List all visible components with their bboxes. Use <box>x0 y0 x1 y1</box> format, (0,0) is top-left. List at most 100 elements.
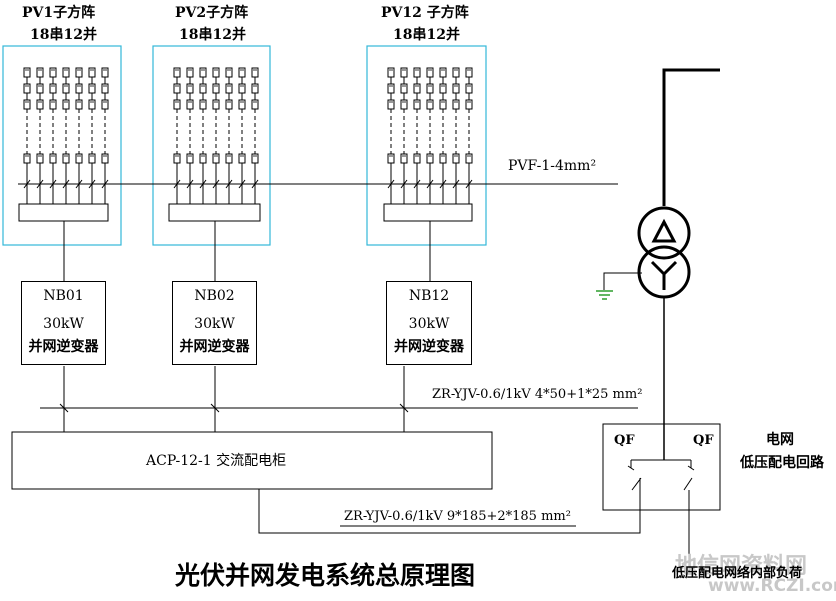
pv-module <box>439 153 447 164</box>
pv-module <box>199 67 207 78</box>
combiner-box <box>168 203 261 222</box>
pv-module <box>23 83 31 94</box>
grid-title-label: 电网 <box>766 432 794 448</box>
pv-module <box>225 99 233 110</box>
pv-module <box>387 153 395 164</box>
pv12-config-label: 18串12并 <box>393 27 460 43</box>
pv-module <box>426 67 434 78</box>
qf-right-label: QF <box>693 433 714 448</box>
pv2-config-label: 18串12并 <box>179 27 246 43</box>
transformer-upper-winding <box>637 206 691 260</box>
inverter-nb12: NB12 30kW 并网逆变器 <box>386 281 472 365</box>
pv-module <box>225 153 233 164</box>
pv-module <box>75 99 83 110</box>
pv-module <box>426 83 434 94</box>
pv-module <box>101 83 109 94</box>
inverter-type: 并网逆变器 <box>179 339 250 355</box>
subarray-frame <box>366 45 487 246</box>
pv-module <box>452 83 460 94</box>
pv-module <box>173 153 181 164</box>
pv-module <box>238 83 246 94</box>
pv-module <box>199 83 207 94</box>
pv-module <box>400 67 408 78</box>
pv-module <box>413 67 421 78</box>
pv-module <box>88 83 96 94</box>
pv-module <box>49 99 57 110</box>
diagram-title: 光伏并网发电系统总原理图 <box>175 561 476 590</box>
pv-module <box>36 99 44 110</box>
pv-module <box>212 83 220 94</box>
pv-module <box>101 67 109 78</box>
qf-left-label: QF <box>614 433 635 448</box>
pv-module <box>75 67 83 78</box>
pv-module <box>452 67 460 78</box>
pv-module <box>75 83 83 94</box>
pv-module <box>426 99 434 110</box>
pv-module <box>23 153 31 164</box>
cable-tick-marks <box>59 403 409 413</box>
ac-lower-cable-label: ZR-YJV-0.6/1kV 9*185+2*185 mm² <box>344 509 571 524</box>
pv-module <box>238 99 246 110</box>
pv-module <box>186 99 194 110</box>
pv-module <box>173 99 181 110</box>
pv-module <box>186 83 194 94</box>
ac-cabinet-label: ACP-12-1 交流配电柜 <box>146 453 287 469</box>
pv-module <box>387 67 395 78</box>
pv-module <box>212 153 220 164</box>
pv-module <box>251 67 259 78</box>
delta-symbol <box>651 218 677 243</box>
inverter-type: 并网逆变器 <box>394 339 464 355</box>
pv1-subarray-label: PV1子方阵 <box>22 5 96 21</box>
inverter-nb01: NB01 30kW 并网逆变器 <box>21 281 106 365</box>
pv-module <box>36 153 44 164</box>
pv-module <box>186 67 194 78</box>
pv-module <box>23 99 31 110</box>
wye-symbol <box>650 260 678 290</box>
combiner-box <box>383 203 473 222</box>
pv-module <box>465 83 473 94</box>
ground-symbol <box>596 272 642 300</box>
pv-module <box>400 153 408 164</box>
qf-right-switch <box>683 460 695 572</box>
pv-module <box>75 153 83 164</box>
pv-module <box>88 67 96 78</box>
pv-module <box>465 153 473 164</box>
inverter-id: NB02 <box>194 288 235 304</box>
pv-module <box>186 153 194 164</box>
watermark-line2: www.RCZI.com <box>708 576 836 596</box>
qf-left-switch <box>627 460 642 533</box>
lv-distribution-box <box>602 423 721 511</box>
inverter-power: 30kW <box>408 316 450 332</box>
pv12-subarray-label: PV12 子方阵 <box>381 5 469 21</box>
pv-module <box>62 83 70 94</box>
combiner-box <box>18 203 109 222</box>
watermark-line1: 地信网资料网 <box>675 554 808 579</box>
inverter-id: NB12 <box>408 288 450 304</box>
pv-module <box>62 99 70 110</box>
pv-module <box>49 67 57 78</box>
ac-cabinet-box <box>11 431 493 490</box>
pv-module <box>199 99 207 110</box>
pv-module <box>101 153 109 164</box>
pv-module <box>173 67 181 78</box>
pv-module <box>212 99 220 110</box>
pv-module <box>452 153 460 164</box>
pv-module <box>452 99 460 110</box>
pv-module <box>400 99 408 110</box>
pv-module <box>426 153 434 164</box>
pv-module <box>387 99 395 110</box>
pv-module <box>36 83 44 94</box>
pv-module <box>101 99 109 110</box>
inverter-type: 并网逆变器 <box>28 339 99 355</box>
grid-feeder-line <box>662 68 720 206</box>
pv-module <box>465 67 473 78</box>
pv-module <box>36 67 44 78</box>
pv-module <box>439 67 447 78</box>
pv-module <box>238 153 246 164</box>
pv-module <box>238 67 246 78</box>
pv-module <box>225 67 233 78</box>
pv-module <box>88 99 96 110</box>
pv1-config-label: 18串12并 <box>30 27 97 43</box>
subarray-frame <box>2 45 122 246</box>
